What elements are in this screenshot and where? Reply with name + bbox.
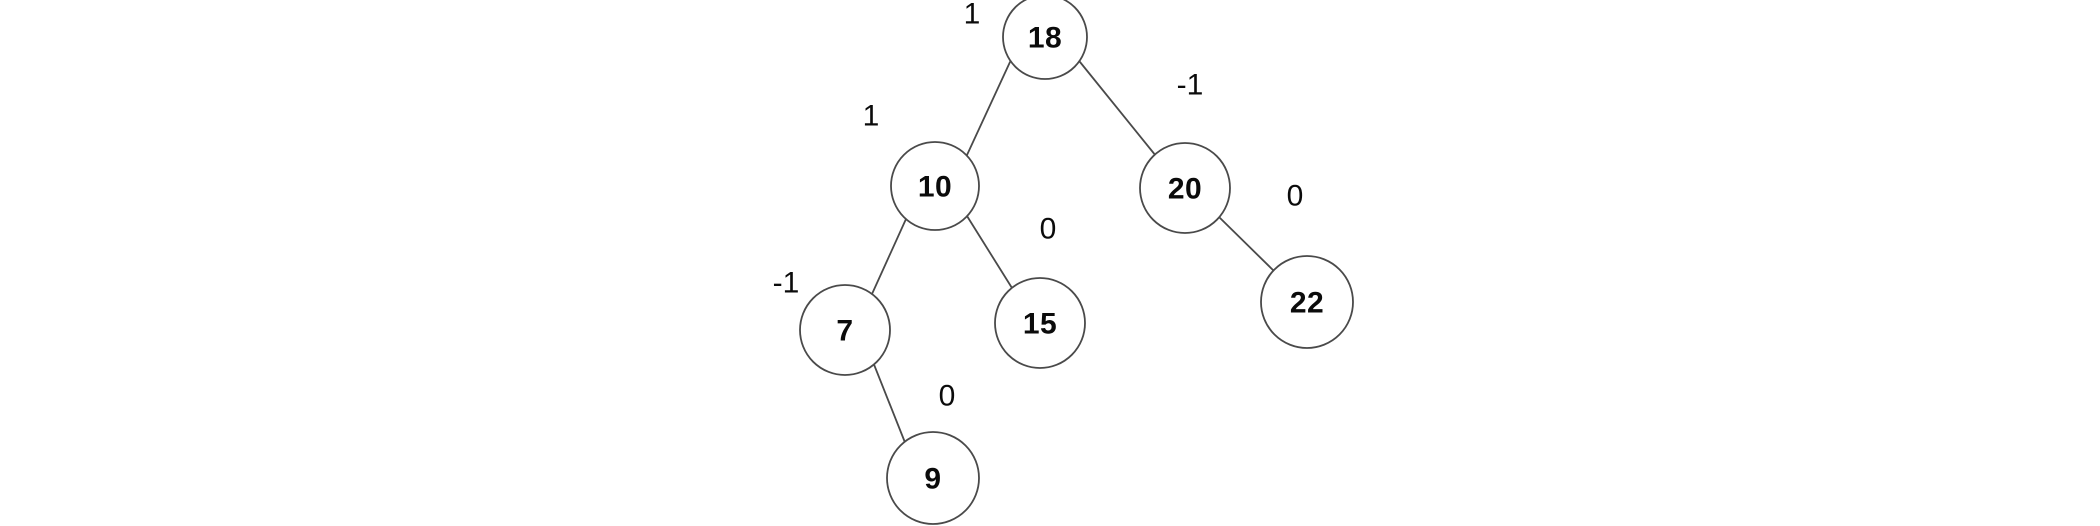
node-key-label: 9 <box>924 463 941 496</box>
balance-factor-label: 0 <box>939 380 956 413</box>
tree-node[interactable]: 20 <box>1139 142 1231 234</box>
tree-node[interactable]: 18 <box>1002 0 1088 80</box>
node-circle[interactable] <box>886 431 980 525</box>
balance-factor-label: -1 <box>1177 69 1204 102</box>
tree-edge <box>966 215 1013 289</box>
tree-edges-group <box>871 61 1276 446</box>
tree-edge <box>871 218 907 295</box>
node-key-label: 22 <box>1290 287 1324 320</box>
tree-node[interactable]: 15 <box>994 277 1086 369</box>
node-circle[interactable] <box>1139 142 1231 234</box>
tree-edge <box>872 361 907 446</box>
tree-edge <box>966 61 1011 156</box>
node-key-label: 20 <box>1168 173 1202 206</box>
balance-factor-label: 0 <box>1040 213 1057 246</box>
tree-node[interactable]: 22 <box>1260 255 1354 349</box>
node-circle[interactable] <box>1260 255 1354 349</box>
balance-factor-labels-group: 1 1 -1 -1 0 0 0 <box>773 0 1304 413</box>
node-circle[interactable] <box>799 284 891 376</box>
node-circle[interactable] <box>994 277 1086 369</box>
tree-edge <box>1218 216 1276 273</box>
tree-node[interactable]: 9 <box>886 431 980 525</box>
balance-factor-label: 1 <box>964 0 981 31</box>
tree-node[interactable]: 10 <box>890 141 980 231</box>
balance-factor-label: -1 <box>773 267 800 300</box>
tree-edge <box>1079 61 1157 157</box>
node-key-label: 10 <box>918 171 952 204</box>
node-key-label: 18 <box>1028 22 1062 55</box>
node-key-label: 15 <box>1023 308 1057 341</box>
balance-factor-label: 0 <box>1287 180 1304 213</box>
balance-factor-label: 1 <box>863 100 880 133</box>
node-circle[interactable] <box>890 141 980 231</box>
tree-node[interactable]: 7 <box>799 284 891 376</box>
node-circle[interactable] <box>1002 0 1088 80</box>
node-key-label: 7 <box>836 315 853 348</box>
